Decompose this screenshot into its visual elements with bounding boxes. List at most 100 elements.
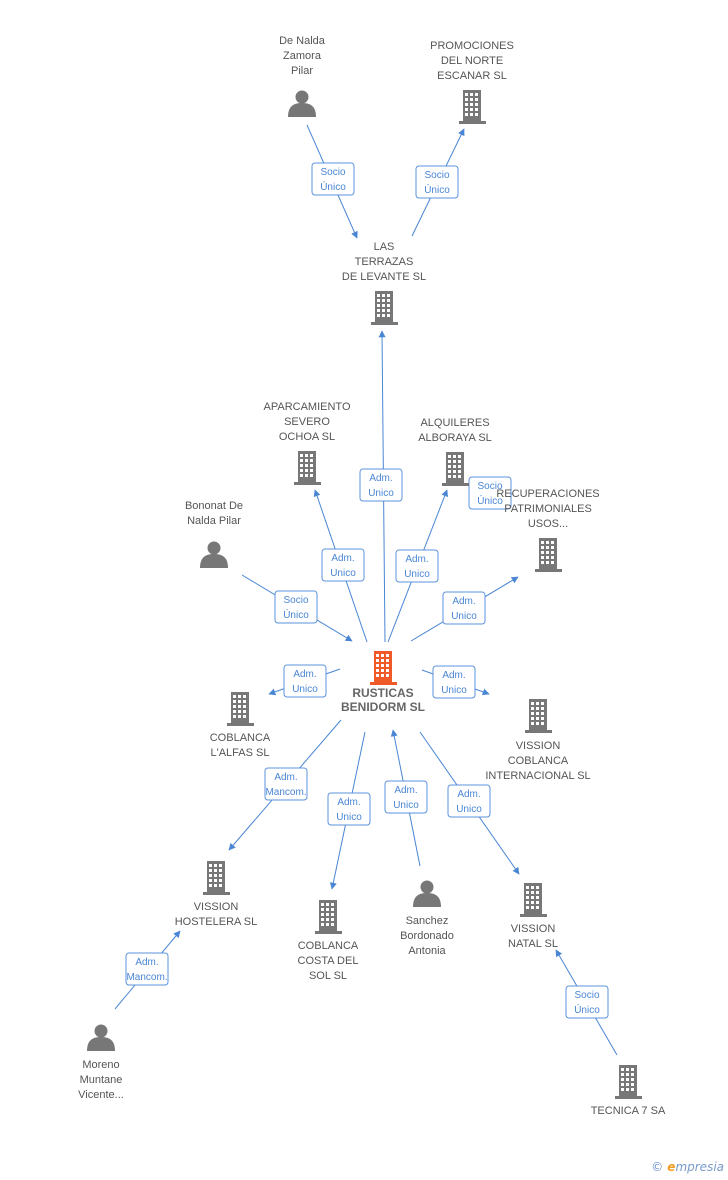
- edge-label[interactable]: Adm.Unico: [321, 548, 365, 582]
- node-label-line: RUSTICAS: [352, 686, 413, 700]
- edge-label[interactable]: Adm.Unico: [359, 468, 403, 502]
- person-icon: [87, 1024, 115, 1051]
- node-label-line: VISSION: [194, 901, 239, 913]
- edge-label-line: Unico: [404, 569, 430, 580]
- node-label-line: ESCANAR SL: [437, 70, 507, 82]
- edge-label-box: [359, 468, 403, 502]
- person-icon: [200, 541, 228, 568]
- edge-label-line: Adm.: [293, 669, 316, 680]
- edge-label[interactable]: Adm. Unico: [395, 549, 439, 583]
- edge-label-line: Unico: [393, 800, 419, 811]
- edge-label-line: Adm.: [457, 789, 480, 800]
- edge-label[interactable]: Adm.Unico: [432, 665, 476, 699]
- building-icon: [227, 692, 254, 726]
- edge-label-line: Socio: [283, 595, 308, 606]
- edge-label-box: [468, 476, 512, 510]
- node-label-line: ALQUILERES: [420, 417, 489, 429]
- edge-label-line: Adm.: [369, 473, 392, 484]
- edge-label[interactable]: Adm. Unico: [447, 784, 491, 818]
- edge-label[interactable]: Adm. Unico: [283, 664, 327, 698]
- edge-label-box: [321, 548, 365, 582]
- node-label-line: USOS...: [528, 518, 568, 530]
- building-icon: [315, 900, 342, 934]
- edge-label-line: Unico: [292, 684, 318, 695]
- footer-brand: ©empresia: [651, 1160, 724, 1174]
- edge-label-line: Único: [424, 183, 450, 196]
- edge-label-line: Mancom.: [126, 972, 167, 983]
- node-label-line: L'ALFAS SL: [211, 747, 270, 759]
- node-label-line: Muntane: [80, 1074, 123, 1086]
- node-recuperaciones[interactable]: RECUPERACIONESPATRIMONIALESUSOS...: [496, 488, 600, 572]
- node-label-line: COSTA DEL: [298, 955, 359, 967]
- node-promociones[interactable]: PROMOCIONES DEL NORTE ESCANAR SL: [430, 40, 514, 124]
- edge-label-line: Mancom.: [265, 787, 306, 798]
- node-vission-natal[interactable]: VISSION NATAL SL: [508, 883, 558, 950]
- building-icon: [203, 861, 230, 895]
- node-label-line: OCHOA SL: [279, 431, 335, 443]
- edge-label[interactable]: Adm. Unico: [384, 780, 428, 814]
- node-label-line: DE LEVANTE SL: [342, 271, 426, 283]
- edge-label-line: Adm.: [405, 554, 428, 565]
- node-label-line: SEVERO: [284, 416, 330, 428]
- node-moreno[interactable]: MorenoMuntaneVicente...: [78, 1024, 124, 1102]
- edge-label-line: Adm.: [331, 553, 354, 564]
- node-label-line: COBLANCA: [508, 755, 569, 767]
- node-label-line: Vicente...: [78, 1089, 124, 1101]
- edge-label-box: [264, 767, 308, 801]
- edge-label[interactable]: Adm.Unico: [442, 591, 486, 625]
- node-label-line: NATAL SL: [508, 938, 558, 950]
- edge-label-line: Unico: [456, 804, 482, 815]
- edge-label-box: [395, 549, 439, 583]
- edge-label-box: [415, 165, 459, 199]
- node-coblanca-alfas[interactable]: COBLANCA L'ALFAS SL: [210, 692, 271, 759]
- edge-label-line: Unico: [336, 812, 362, 823]
- node-label-line: Moreno: [82, 1059, 119, 1071]
- node-label-line: Zamora: [283, 50, 322, 62]
- node-label-line: Antonia: [408, 945, 446, 957]
- node-label-line: COBLANCA: [210, 732, 271, 744]
- copyright-symbol: ©: [651, 1160, 664, 1174]
- node-tecnica[interactable]: TECNICA 7 SA: [591, 1065, 666, 1117]
- node-label-line: PROMOCIONES: [430, 40, 514, 52]
- edge-label-line: Adm.: [337, 797, 360, 808]
- node-label-line: RECUPERACIONES: [496, 488, 599, 500]
- edge-label[interactable]: Adm. Mancom.: [125, 952, 169, 986]
- edge-label-line: Adm.: [442, 670, 465, 681]
- edge-label[interactable]: Adm. Unico: [327, 792, 371, 826]
- node-label-line: Bordonado: [400, 930, 454, 942]
- edge-label-line: Socio: [424, 170, 449, 181]
- edge-label-line: Único: [574, 1003, 600, 1016]
- edge-label-line: Adm.: [135, 957, 158, 968]
- node-label-line: INTERNACIONAL SL: [485, 770, 590, 782]
- building-icon: [459, 90, 486, 124]
- edge-label-line: Adm.: [274, 772, 297, 783]
- building-icon: [525, 699, 552, 733]
- edge-label-box: [432, 665, 476, 699]
- node-label-line: SOL SL: [309, 970, 347, 982]
- node-label-line: VISSION: [511, 923, 556, 935]
- building-icon: [442, 452, 469, 486]
- node-label-line: TERRAZAS: [355, 256, 414, 268]
- building-icon: [371, 291, 398, 325]
- building-icon: [535, 538, 562, 572]
- node-label-line: DEL NORTE: [441, 55, 503, 67]
- edge-label[interactable]: Adm. Mancom.: [264, 767, 308, 801]
- edge-label-line: Adm.: [394, 785, 417, 796]
- node-label-line: Bononat De: [185, 500, 243, 512]
